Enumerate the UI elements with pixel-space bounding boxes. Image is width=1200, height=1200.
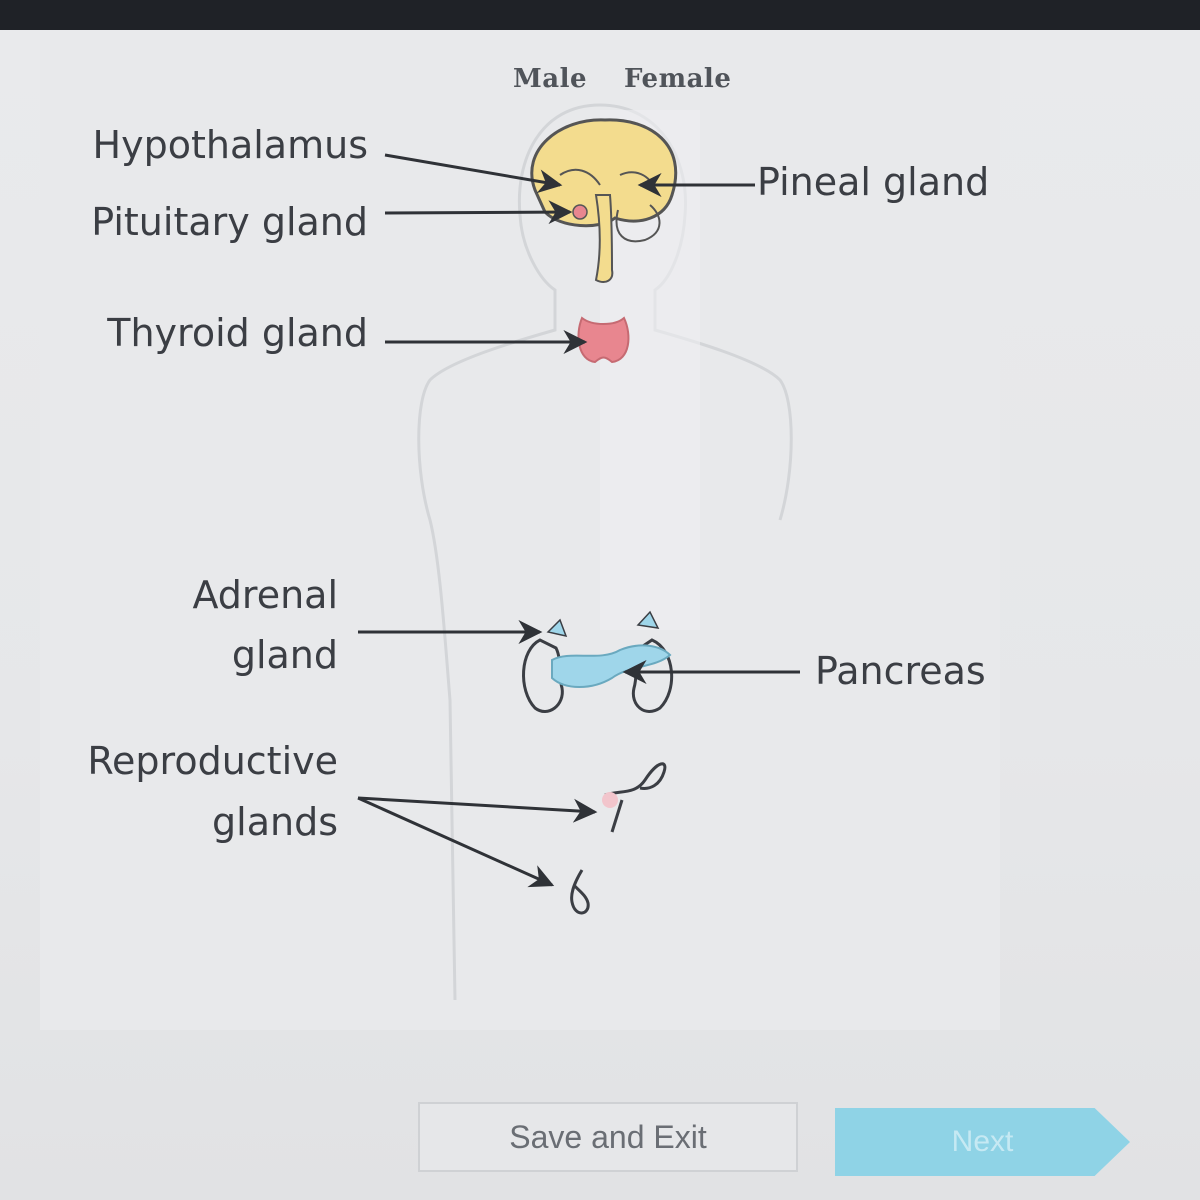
thyroid-label: Thyroid gland: [107, 311, 368, 355]
reproductive-label-line2: glands: [212, 800, 338, 844]
reproductive-icon: [570, 762, 667, 915]
reproductive-arrow-1: [357, 796, 598, 823]
top-bar: [0, 0, 1200, 30]
hypothalamus-label: Hypothalamus: [92, 123, 368, 167]
adrenal-label-line1: Adrenal: [192, 573, 338, 617]
adrenal-label-line2: gland: [231, 633, 338, 677]
pituitary-arrow: [384, 200, 573, 225]
pancreas-label: Pancreas: [815, 649, 986, 693]
hypothalamus-arrow: [384, 153, 563, 194]
pineal-label: Pineal gland: [757, 160, 990, 204]
brain-icon: [530, 118, 678, 283]
reproductive-label-line1: Reproductive: [87, 739, 338, 783]
female-label: Female: [624, 64, 732, 94]
reproductive-arrow-2: [357, 796, 555, 888]
thyroid-icon: [577, 316, 630, 364]
pituitary-label: Pituitary gland: [91, 200, 368, 244]
male-label: Male: [513, 64, 588, 94]
save-and-exit-button[interactable]: Save and Exit: [418, 1102, 798, 1172]
next-button[interactable]: Next: [835, 1108, 1130, 1176]
kidneys-pancreas-icon: [522, 610, 674, 713]
